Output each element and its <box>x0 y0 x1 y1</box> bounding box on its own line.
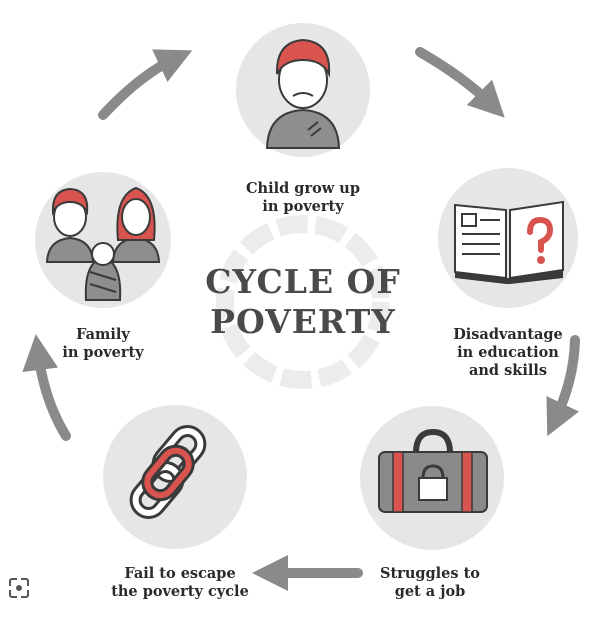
center-ring <box>216 215 390 389</box>
label-child-line-2: in poverty <box>262 198 344 215</box>
stage-child-circle <box>236 23 370 157</box>
label-education-line-2: in education <box>457 344 559 361</box>
title-line-1: CYCLE OF <box>205 262 401 301</box>
image-search-button[interactable] <box>2 571 36 605</box>
arrow-family-to-child <box>98 49 193 120</box>
label-escape-line-1: Fail to escape <box>124 565 236 582</box>
label-education-line-1: Disadvantage <box>453 326 563 343</box>
locked-briefcase-icon <box>378 428 488 513</box>
stage-family-circle <box>35 172 171 308</box>
label-job-line-1: Struggles to <box>380 565 480 582</box>
image-search-icon <box>9 578 29 598</box>
diagram-title: CYCLE OF POVERTY <box>203 262 403 342</box>
arrow-education-to-job <box>546 335 580 437</box>
label-escape: Fail to escape the poverty cycle <box>85 565 275 601</box>
label-job: Struggles to get a job <box>335 565 525 601</box>
label-education: Disadvantage in education and skills <box>413 326 603 380</box>
label-family-line-2: in poverty <box>62 344 144 361</box>
label-child: Child grow up in poverty <box>208 180 398 216</box>
cycle-arrows <box>22 47 580 591</box>
label-education-line-3: and skills <box>468 362 548 379</box>
stage-escape-circle <box>103 405 247 549</box>
label-job-line-2: get a job <box>394 583 466 600</box>
family-with-baby-icon <box>45 186 161 301</box>
arrow-child-to-education <box>415 47 505 118</box>
sad-child-icon <box>265 38 341 149</box>
arrow-escape-to-family <box>22 334 71 441</box>
stage-job-circle <box>360 406 504 550</box>
label-family: Family in poverty <box>8 326 198 362</box>
title-line-2: POVERTY <box>210 302 396 341</box>
label-escape-line-2: the poverty cycle <box>111 583 249 600</box>
open-book-question-icon <box>454 200 564 284</box>
label-family-line-1: Family <box>76 326 130 343</box>
broken-chain-icon <box>129 425 207 519</box>
label-child-line-1: Child grow up <box>246 180 360 197</box>
stage-education-circle <box>438 168 578 308</box>
